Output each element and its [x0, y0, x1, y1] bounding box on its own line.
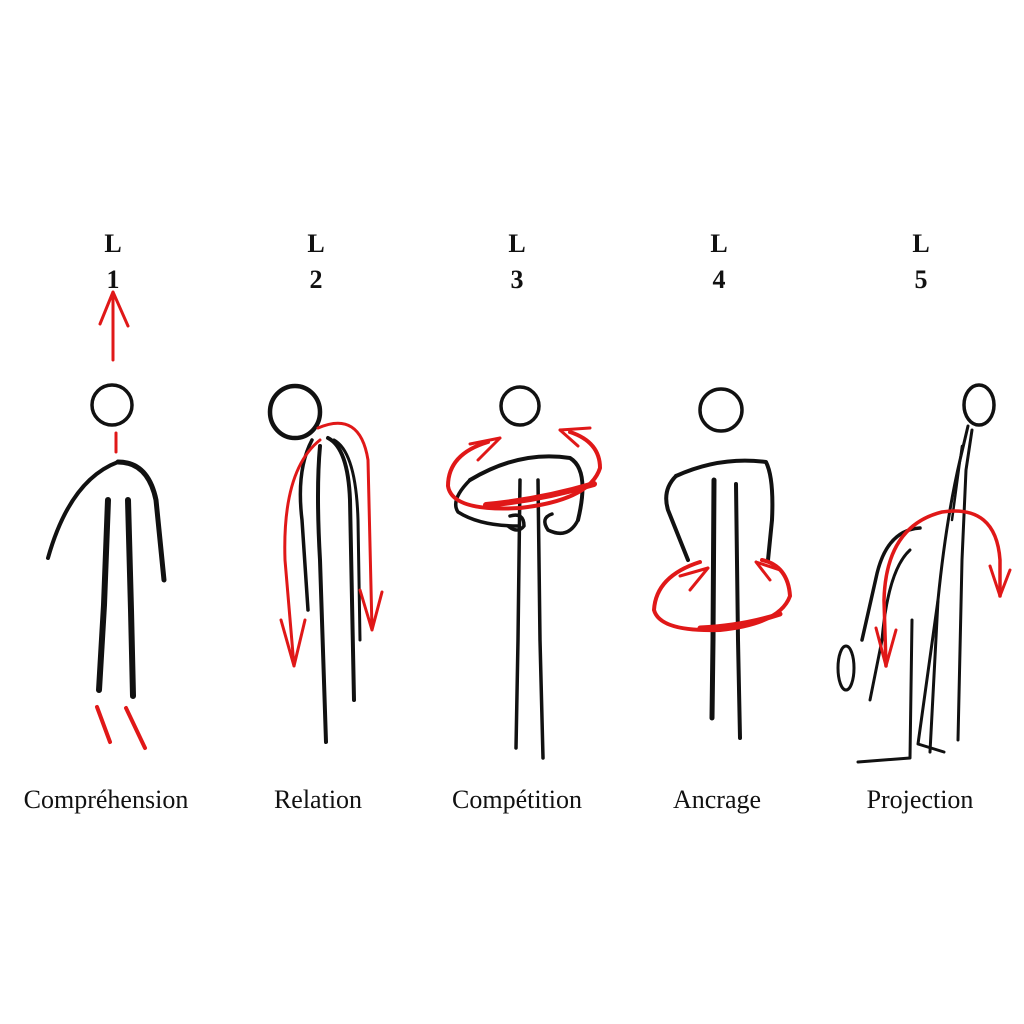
left-arrowhead: [678, 566, 710, 592]
right-arm: [115, 459, 167, 583]
level-1-number: 1: [107, 265, 120, 294]
stick-figure-1: [46, 290, 167, 750]
rotation-ring: [652, 558, 792, 633]
level-2-number: 2: [310, 265, 323, 294]
spine-right: [956, 428, 974, 742]
left-hand: [506, 513, 526, 532]
right-leg: [734, 482, 742, 740]
left-arm: [46, 460, 120, 560]
head: [962, 383, 996, 427]
right-arrowhead: [988, 564, 1012, 598]
level-1-letter: L: [104, 229, 121, 258]
caption-5: Projection: [867, 785, 974, 814]
spine-middle: [950, 444, 964, 522]
right-arm: [543, 512, 580, 536]
stick-figure-5: [836, 383, 1012, 764]
right-arrow: [316, 421, 384, 632]
left-leg: [514, 478, 522, 750]
figure-2: L 2 Relation: [267, 229, 384, 814]
figure-1: L 1 Compréhension: [24, 229, 189, 814]
center-body-line: [316, 444, 328, 744]
level-2-letter: L: [307, 229, 324, 258]
level-4-number: 4: [713, 265, 726, 294]
hand: [836, 644, 856, 692]
front-leg: [856, 618, 914, 764]
right-leg: [536, 478, 545, 760]
left-arm: [664, 474, 690, 562]
stick-figure-4: [652, 387, 792, 740]
left-leg: [709, 477, 717, 721]
stick-figure-2: [267, 383, 384, 744]
left-arrowhead: [468, 436, 502, 462]
caption-4: Ancrage: [673, 785, 761, 814]
right-foot-mark: [124, 706, 147, 750]
figure-5: L 5 Projection: [836, 229, 1012, 814]
arm-inner: [868, 548, 912, 702]
head: [698, 387, 744, 433]
left-arrowhead: [874, 626, 898, 668]
projection-arc: [882, 509, 1002, 668]
arm: [860, 526, 922, 642]
right-leg: [125, 497, 136, 699]
shoulders: [674, 458, 775, 562]
caption-1: Compréhension: [24, 785, 189, 814]
shoulders: [468, 454, 585, 522]
caption-3: Compétition: [452, 785, 582, 814]
up-arrow: [98, 290, 130, 362]
left-foot-mark: [95, 705, 112, 744]
caption-2: Relation: [274, 785, 362, 814]
head: [90, 383, 134, 427]
head: [499, 385, 541, 427]
left-arm: [454, 478, 520, 528]
stick-figure-3: [446, 385, 602, 760]
rotation-ring: [446, 430, 602, 511]
left-body-line: [298, 438, 314, 612]
ring-band: [697, 611, 783, 631]
figure-4: L 4 Ancrage: [652, 229, 792, 814]
right-body-line: [326, 436, 356, 702]
ring-band: [483, 481, 597, 508]
left-arrow: [279, 438, 322, 668]
figure-3: L 3 Compétition: [446, 229, 602, 814]
level-5-number: 5: [915, 265, 928, 294]
level-3-number: 3: [511, 265, 524, 294]
level-3-letter: L: [508, 229, 525, 258]
right-arm-line: [332, 438, 362, 642]
left-leg: [96, 497, 111, 693]
right-arrowhead: [558, 426, 592, 448]
level-5-letter: L: [912, 229, 929, 258]
head: [267, 383, 323, 441]
back-leg: [916, 598, 946, 754]
level-4-letter: L: [710, 229, 727, 258]
right-arrowhead: [754, 560, 782, 582]
